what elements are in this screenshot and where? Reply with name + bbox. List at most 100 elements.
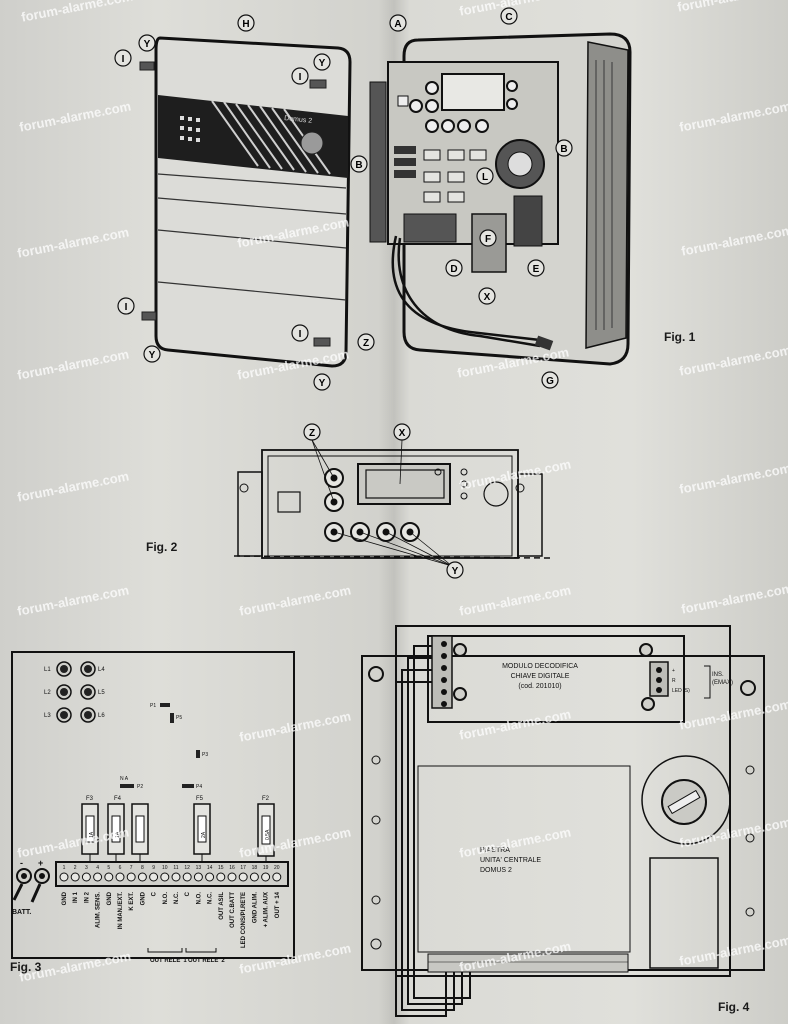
terminal-number: 19 [263,865,269,871]
terminal-label: IN MAN./EXT. [118,892,124,930]
board-title-2: UNITA' CENTRALE [480,857,541,864]
terminal-label: OUT C.BATT [230,892,236,928]
terminal-number: 18 [252,865,258,871]
terminal-screw [171,872,181,882]
inserter-pin-led: LED (S) [672,688,690,694]
fig1-open-enclosure [369,32,632,366]
callout-A: A [394,19,401,30]
jumper-P3-label: P3 [202,752,208,758]
callout-Y-bottom-right: Y [319,378,326,389]
callout-D: D [450,264,457,275]
board-title-1: PIASTRA [480,847,510,854]
callout-L: L [482,172,488,183]
terminal-screw [93,872,103,882]
fuse-F2-rating: 0,5A [265,829,271,840]
terminal-screw [261,872,271,882]
callout-G: G [546,376,554,387]
fig1-label: Fig. 1 [664,330,696,344]
terminal-number: 20 [274,865,280,871]
fig3-board: L1 L2 L3 L4 L5 L6 P1 P5 P3 P2 P4 N A [11,651,295,964]
jumper-pins-label: N A [120,776,129,782]
terminal-screw [182,872,192,882]
terminal-screw [115,872,125,882]
callout-E: E [533,264,540,275]
callout-Y-top-right: Y [319,58,326,69]
battery-plus: + [38,858,43,868]
terminal-number: 9 [152,865,155,871]
inserter-label-2: (EMAX) [712,680,733,686]
fuse-F4-label: F4 [114,796,122,802]
callout-Y-bottom-left: Y [149,350,156,361]
fig2-callouts: Z X Y [303,423,464,579]
terminal-screw [137,872,147,882]
callout-B-left: B [355,160,362,171]
fig2-callout-X: X [399,428,406,439]
fig2-callout-Y: Y [452,566,459,577]
fig2-callout-Z: Z [309,428,315,439]
terminal-screw [249,872,259,882]
terminal-label: + ALIM. AUX [264,892,270,927]
inserter-pin-r: R [672,678,676,684]
terminal-label: N.O. [196,892,202,905]
terminal-screw [193,872,203,882]
callout-I-top-right: I [299,72,302,83]
terminal-number: 10 [162,865,168,871]
inserter-label-1: INS. [712,672,724,678]
callout-B-right: B [560,144,567,155]
terminal-number: 4 [96,865,99,871]
battery-minus: - [20,858,23,868]
module-title-1: MODULO DECODIFICA [502,663,578,670]
terminal-screw [160,872,170,882]
terminal-number: 12 [184,865,190,871]
jumper-P5-label: P5 [176,715,182,721]
terminal-label: ALIM. SENS. [96,892,102,928]
jumper-P1-label: P1 [150,703,156,709]
terminal-label: GND ALIM. [252,892,258,923]
relay1-label: OUT RELE' 1 [150,958,187,964]
fig3-label: Fig. 3 [10,960,42,974]
device-name: Domus 2 [284,115,313,125]
fig4-label: Fig. 4 [718,1000,750,1014]
terminal-label: N.C. [208,892,214,904]
terminal-screw [104,872,114,882]
callout-Y-top-left: Y [144,39,151,50]
terminal-label: N.C. [174,892,180,904]
fuse-F3-rating: 1A [89,831,95,838]
led-L3-label: L3 [44,713,51,719]
jumper-P4-label: P4 [196,784,202,790]
fuse-F3-label: F3 [86,796,94,802]
terminal-label: IN 2 [84,891,90,903]
terminal-screw [205,872,215,882]
terminal-label: IN 1 [73,891,79,903]
jumper-P2-label: P2 [137,784,143,790]
terminal-screw [59,872,69,882]
terminal-number: 16 [229,865,235,871]
battery-label: BATT. [12,909,31,916]
terminal-number: 1 [63,865,66,871]
terminal-screw [70,872,80,882]
fuse-F5-rating: 2A [201,831,207,838]
terminal-label: C [152,891,158,896]
terminal-number: 3 [85,865,88,871]
fig2-panel [233,439,553,567]
callout-I-bottom-left: I [125,302,128,313]
terminal-label: C [185,891,191,896]
terminal-screw [272,872,282,882]
terminal-label: OUT ASIL [219,892,225,920]
terminal-label: GND [62,891,68,905]
led-L5-label: L5 [98,690,105,696]
terminal-screw [238,872,248,882]
callout-Z: Z [363,338,369,349]
callout-H: H [242,19,249,30]
fig1-callouts: H A C B B D E F L X G Z I I I I Y Y Y Y [114,7,573,391]
terminal-block [59,872,282,882]
callout-X: X [484,292,491,303]
callout-C: C [505,12,512,23]
terminal-label: N.O. [163,892,169,905]
terminal-number: 13 [196,865,202,871]
terminal-screw [149,872,159,882]
led-L1-label: L1 [44,667,51,673]
